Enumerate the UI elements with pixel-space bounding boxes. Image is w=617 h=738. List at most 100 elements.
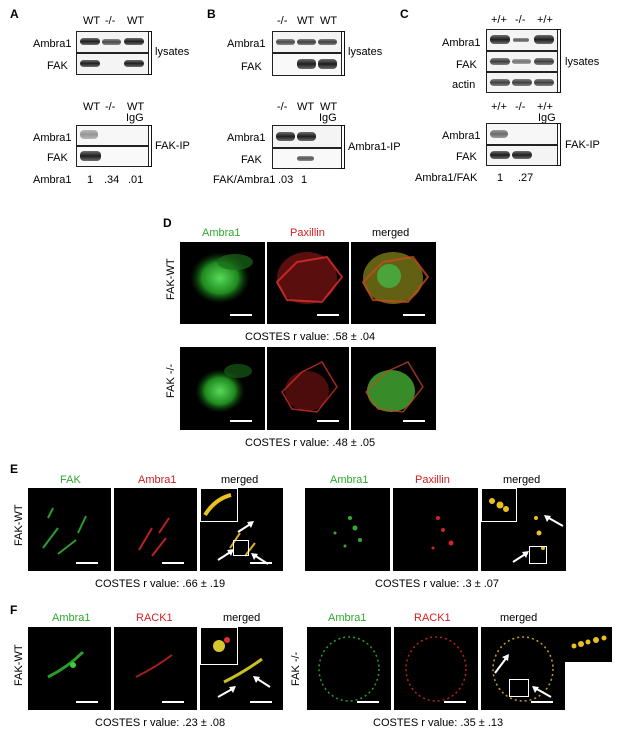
b-blot-ambra1-ip <box>272 125 342 148</box>
d-wt-ambra1-image <box>180 242 265 324</box>
e-left-channel-3: merged <box>221 474 259 486</box>
c-ip-label: FAK-IP <box>565 139 600 151</box>
e-right-zoom-inset <box>481 488 517 522</box>
f-left-merged-image <box>200 627 283 710</box>
e-row-label: FAK-WT <box>13 504 25 546</box>
d-costes-ko: COSTES r value: .48 ± .05 <box>245 437 376 449</box>
d-costes-wt: COSTES r value: .58 ± .04 <box>245 331 376 343</box>
d-ko-ambra1-image <box>180 347 265 430</box>
f-left-row-label: FAK-WT <box>13 644 25 686</box>
b-blot-fak-lys <box>272 53 342 76</box>
c-lysates-label: lysates <box>565 56 600 68</box>
b-quant-2: 1 <box>301 174 308 186</box>
c-blot-actin <box>486 72 558 93</box>
b-lys-lane-3: WT <box>320 15 338 27</box>
f-costes-left: COSTES r value: .23 ± .08 <box>95 717 226 729</box>
c-quant-2: .27 <box>518 172 534 184</box>
f-left-arrow-1 <box>217 686 236 698</box>
panel-e-letter: E <box>10 462 19 476</box>
e-left-fak-image <box>28 488 111 571</box>
a-lys-lane-2: -/- <box>105 15 116 27</box>
b-row-fak-ip: FAK <box>241 154 262 166</box>
a-row-ambra1-ip: Ambra1 <box>33 132 72 144</box>
c-row-actin: actin <box>452 79 476 91</box>
e-right-channel-1: Ambra1 <box>330 474 369 486</box>
a-blot-ambra1-ip <box>76 125 149 146</box>
panel-c-letter: C <box>400 7 409 21</box>
f-left-zoom-inset <box>200 627 238 665</box>
d-channel-ambra1: Ambra1 <box>202 227 241 239</box>
a-quant-2: .34 <box>104 174 120 186</box>
c-row-ambra1-lys: Ambra1 <box>442 37 481 49</box>
f-left-channel-1: Ambra1 <box>52 612 91 624</box>
c-ip-lane-1: +/+ <box>491 101 507 113</box>
b-ip-lane-1: -/- <box>277 101 288 113</box>
e-right-channel-3: merged <box>503 474 541 486</box>
b-quant-label: FAK/Ambra1 <box>213 174 276 186</box>
b-ip-lane-3: WT <box>320 101 338 113</box>
c-ip-igg: IgG <box>538 112 556 124</box>
a-lys-lane-3: WT <box>127 15 145 27</box>
e-right-ambra1-image <box>305 488 390 571</box>
a-ip-lane-1: WT <box>83 101 101 113</box>
d-wt-merged-image <box>351 242 436 324</box>
a-quant-1: 1 <box>87 174 94 186</box>
e-right-arrow-1 <box>544 515 564 527</box>
f-right-rack1-image <box>394 627 478 710</box>
f-left-channel-3: merged <box>223 612 261 624</box>
e-left-channel-2: Ambra1 <box>138 474 177 486</box>
f-left-ambra1-image <box>28 627 111 710</box>
c-ip-lane-3: +/+ <box>537 101 553 113</box>
panel-d-letter: D <box>163 216 172 230</box>
b-row-ambra1-lys: Ambra1 <box>227 38 266 50</box>
e-left-arrow-3 <box>237 521 254 533</box>
c-lys-lane-1: +/+ <box>491 14 507 26</box>
b-lysates-label: lysates <box>348 46 383 58</box>
e-costes-right: COSTES r value: .3 ± .07 <box>375 578 500 590</box>
e-right-merged-image <box>481 488 566 571</box>
d-ko-paxillin-image <box>267 347 349 430</box>
c-ip-lane-2: -/- <box>515 101 526 113</box>
e-right-paxillin-image <box>393 488 478 571</box>
a-quant-3: .01 <box>128 174 144 186</box>
c-quant-label: Ambra1/FAK <box>415 172 478 184</box>
a-lysates-label: lysates <box>155 46 190 58</box>
b-lys-bracket <box>340 31 345 76</box>
f-right-merged-image <box>481 627 565 710</box>
e-left-ambra1-image <box>114 488 197 571</box>
panel-f-letter: F <box>10 603 18 617</box>
b-ip-lane-2: WT <box>297 101 315 113</box>
a-row-ambra1-lys: Ambra1 <box>33 38 72 50</box>
c-quant-1: 1 <box>497 172 504 184</box>
e-right-zoom-box <box>529 546 547 564</box>
panel-b-letter: B <box>207 7 216 21</box>
e-left-merged-image <box>200 488 283 571</box>
f-costes-right: COSTES r value: .35 ± .13 <box>373 717 504 729</box>
d-channel-merged: merged <box>372 227 410 239</box>
c-row-fak-ip: FAK <box>456 151 477 163</box>
e-left-channel-1: FAK <box>60 474 81 486</box>
e-right-arrow-2 <box>512 551 529 563</box>
a-ip-label: FAK-IP <box>155 140 190 152</box>
a-row-fak-lys: FAK <box>47 60 68 72</box>
c-row-fak-lys: FAK <box>456 59 477 71</box>
c-blot-ambra1-ip <box>486 123 558 145</box>
f-right-channel-2: RACK1 <box>414 612 451 624</box>
a-lys-bracket <box>147 31 152 75</box>
f-left-channel-2: RACK1 <box>136 612 173 624</box>
a-blot-fak-ip <box>76 146 149 167</box>
a-ip-bracket <box>147 125 152 167</box>
f-right-channel-1: Ambra1 <box>328 612 367 624</box>
f-left-arrow-2 <box>253 676 271 688</box>
a-blot-ambra1-lys <box>76 31 149 53</box>
d-row-label-ko: FAK -/- <box>165 363 177 398</box>
e-right-channel-2: Paxillin <box>415 474 450 486</box>
d-ko-merged-image <box>351 347 436 430</box>
b-lys-lane-2: WT <box>297 15 315 27</box>
b-ip-igg: IgG <box>319 112 337 124</box>
b-blot-ambra1-lys <box>272 31 342 53</box>
f-right-zoom-box <box>509 679 529 697</box>
c-row-ambra1-ip: Ambra1 <box>442 130 481 142</box>
a-ip-lane-3: WT <box>127 101 145 113</box>
c-lys-lane-3: +/+ <box>537 14 553 26</box>
